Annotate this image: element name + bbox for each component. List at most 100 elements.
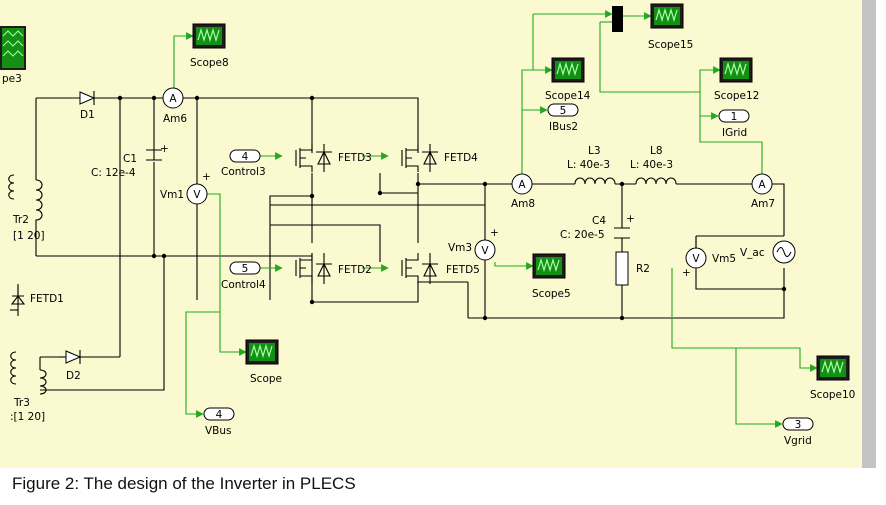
control3-label: Control3 <box>221 166 266 178</box>
fetd5-label: FETD5 <box>446 264 480 276</box>
ammeter-am7[interactable]: A Am7 <box>751 173 775 210</box>
fetd1-switch[interactable]: FETD1 <box>10 284 64 305</box>
scope5[interactable]: Scope5 <box>532 253 571 300</box>
scope15-label: Scope15 <box>648 39 693 51</box>
l3-value: L: 40e-3 <box>567 159 610 171</box>
c1-name: C1 <box>123 153 137 165</box>
output-port-vbus[interactable]: 4 VBus <box>203 407 235 437</box>
scope5-label: Scope5 <box>532 288 571 300</box>
scope10[interactable]: Scope10 <box>810 355 855 401</box>
am8-label: Am8 <box>511 198 535 210</box>
igrid-label: IGrid <box>722 127 747 139</box>
inductor-l8[interactable]: L8 L: 40e-3 <box>630 145 677 185</box>
vgrid-label: Vgrid <box>784 435 812 447</box>
inductor-l3[interactable]: L3 L: 40e-3 <box>567 145 616 185</box>
ammeter-am6[interactable]: A Am6 <box>162 87 187 125</box>
svg-text:+: + <box>160 143 169 155</box>
svg-text:+: + <box>626 213 635 225</box>
output-port-vgrid[interactable]: 3 Vgrid <box>782 417 814 447</box>
c1-value: C: 12e-4 <box>91 167 136 179</box>
svg-text:5: 5 <box>242 263 249 275</box>
c4-value: C: 20e-5 <box>560 229 605 241</box>
control4-label: Control4 <box>221 279 266 291</box>
scope3[interactable]: pe3 <box>0 26 26 85</box>
scope15[interactable]: Scope15 <box>648 3 693 51</box>
fetd3-label: FETD3 <box>338 152 372 164</box>
transformer-tr3[interactable]: Tr3 :[1 20] <box>10 351 47 423</box>
svg-text:+: + <box>682 267 691 279</box>
am7-label: Am7 <box>751 198 775 210</box>
scope14-label: Scope14 <box>545 90 591 102</box>
svg-text:A: A <box>758 179 766 191</box>
signal-mux[interactable] <box>612 6 623 32</box>
fetd4-label: FETD4 <box>444 152 478 164</box>
scope12[interactable]: Scope12 <box>714 57 759 102</box>
fetd3-switch[interactable]: FETD3 <box>295 144 372 172</box>
capacitor-c4[interactable]: + C4 C: 20e-5 <box>560 213 635 242</box>
fetd5-switch[interactable]: FETD5 <box>401 253 480 284</box>
svg-text:V: V <box>692 253 700 265</box>
ac-source-v-ac[interactable]: V_ac <box>696 235 796 264</box>
voltmeter-vm3[interactable]: V Vm3 + <box>448 227 499 261</box>
vertical-scrollbar[interactable] <box>862 0 876 468</box>
input-port-control4[interactable]: 5 Control4 <box>221 261 266 291</box>
scope[interactable]: Scope <box>245 339 282 385</box>
l8-value: L: 40e-3 <box>630 159 673 171</box>
svg-text:A: A <box>169 93 177 105</box>
l8-name: L8 <box>650 145 663 157</box>
r2-label: R2 <box>636 263 650 275</box>
tr2-ratio: [1 20] <box>13 230 45 242</box>
voltmeter-vm1[interactable]: V Vm1 + <box>160 171 211 205</box>
fetd1-label: FETD1 <box>30 293 64 305</box>
v-ac-label: V_ac <box>740 247 765 259</box>
tr2-name: Tr2 <box>12 214 29 226</box>
scope14[interactable]: Scope14 <box>545 57 591 102</box>
junction-dots <box>117 95 787 321</box>
voltmeter-vm5[interactable]: V Vm5 + <box>682 236 736 279</box>
tr3-name: Tr3 <box>13 397 30 409</box>
input-port-control3[interactable]: 4 Control3 <box>221 149 266 178</box>
svg-text:V: V <box>481 245 489 257</box>
svg-text:V: V <box>193 189 201 201</box>
scope12-label: Scope12 <box>714 90 759 102</box>
svg-text:4: 4 <box>242 151 249 163</box>
signal-wires <box>173 10 818 428</box>
output-port-ibus2[interactable]: 5 IBus2 <box>547 103 579 133</box>
figure-caption: Figure 2: The design of the Inverter in … <box>12 474 356 493</box>
vm1-label: Vm1 <box>160 189 184 201</box>
svg-text:+: + <box>490 227 499 239</box>
resistor-r2[interactable]: R2 <box>615 251 650 286</box>
diode-d2[interactable]: D2 <box>58 350 92 382</box>
svg-text:1: 1 <box>731 111 738 123</box>
svg-text:5: 5 <box>560 105 567 117</box>
svg-text:+: + <box>202 171 211 183</box>
svg-text:A: A <box>518 179 526 191</box>
c4-name: C4 <box>592 215 606 227</box>
scope3-label: pe3 <box>2 73 22 85</box>
l3-name: L3 <box>588 145 601 157</box>
ibus2-label: IBus2 <box>549 121 578 133</box>
vm5-label: Vm5 <box>712 253 736 265</box>
scope8[interactable]: Scope8 <box>190 23 229 69</box>
d2-label: D2 <box>66 370 81 382</box>
vm3-label: Vm3 <box>448 242 472 254</box>
output-port-igrid[interactable]: 1 IGrid <box>718 109 750 139</box>
diode-d1[interactable]: D1 <box>79 91 96 121</box>
scope8-label: Scope8 <box>190 57 229 69</box>
svg-text:4: 4 <box>216 409 223 421</box>
d1-label: D1 <box>80 109 95 121</box>
scope-label: Scope <box>250 373 282 385</box>
fetd2-label: FETD2 <box>338 264 372 276</box>
fetd4-switch[interactable]: FETD4 <box>401 144 478 172</box>
power-wires <box>10 97 785 391</box>
svg-text:3: 3 <box>795 419 802 431</box>
am6-label: Am6 <box>163 113 187 125</box>
capacitor-c1[interactable]: + C1 C: 12e-4 <box>91 143 169 179</box>
tr3-ratio: :[1 20] <box>10 411 45 423</box>
vbus-label: VBus <box>205 425 232 437</box>
ammeter-am8[interactable]: A Am8 <box>511 173 535 210</box>
scope10-label: Scope10 <box>810 389 855 401</box>
fetd2-switch[interactable]: FETD2 <box>295 253 372 284</box>
transformer-tr2[interactable]: Tr2 [1 20] <box>8 174 45 242</box>
